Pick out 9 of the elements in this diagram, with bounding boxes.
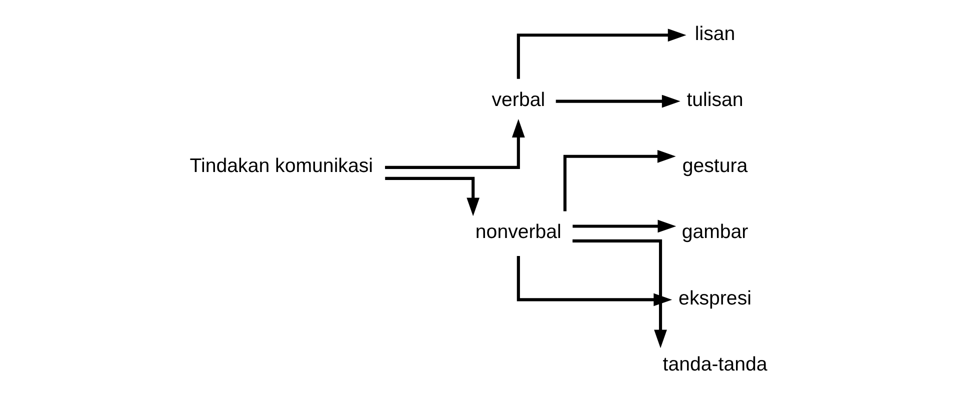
node-text: tanda-tanda (662, 354, 768, 376)
node-text: lisan (694, 22, 736, 45)
node-text: gambar (682, 221, 748, 244)
node-text: tulisan (686, 88, 744, 111)
node-text: gestura (682, 155, 748, 178)
node-text: ekspresi (678, 287, 752, 310)
node-text: Tindakan komunikasi (190, 155, 373, 178)
node-text: nonverbal (475, 221, 562, 244)
node-text: verbal (492, 88, 546, 111)
